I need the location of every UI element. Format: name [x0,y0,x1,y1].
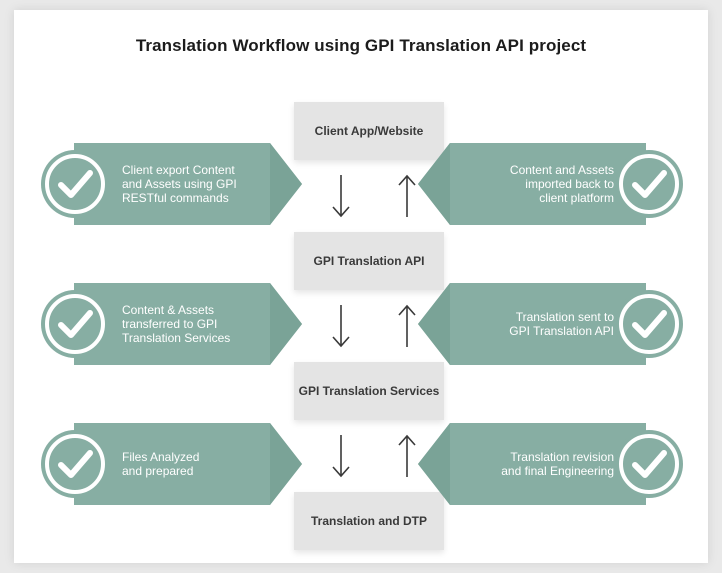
right-step-3: Translation revision and final Engineeri… [418,423,686,505]
check-circle-icon [41,290,109,358]
check-circle-icon [615,150,683,218]
right-step-2: Translation sent to GPI Translation API [418,283,686,365]
banner-shape [418,423,646,505]
right-step-label: Translation revision and final Engineeri… [501,450,614,478]
check-circle-icon [615,430,683,498]
node-client-app: Client App/Website [294,102,444,160]
banner-shape [74,423,302,505]
arrow-down-icon [332,175,350,218]
banner-shape [418,143,646,225]
left-step-3: Files Analyzed and prepared [34,423,302,505]
right-step-label: Translation sent to GPI Translation API [509,310,614,338]
arrow-down-icon [332,435,350,478]
diagram-title: Translation Workflow using GPI Translati… [135,36,587,55]
left-step-label: Files Analyzed and prepared [122,450,200,478]
left-step-label: Content & Assets transferred to GPI Tran… [122,303,231,345]
arrow-up-icon [398,174,416,217]
node-gpi-translation-services: GPI Translation Services [294,362,444,420]
left-step-1: Client export Content and Assets using G… [34,143,302,225]
left-step-label: Client export Content and Assets using G… [122,163,237,205]
arrow-up-icon [398,434,416,477]
node-gpi-translation-api: GPI Translation API [294,232,444,290]
left-step-2: Content & Assets transferred to GPI Tran… [34,283,302,365]
right-step-label: Content and Assets imported back to clie… [509,163,614,205]
banner-shape [74,283,302,365]
check-circle-icon [41,430,109,498]
check-circle-icon [41,150,109,218]
arrow-up-icon [398,304,416,347]
check-circle-icon [615,290,683,358]
banner-shape [418,283,646,365]
right-step-1: Content and Assets imported back to clie… [418,143,686,225]
node-translation-dtp: Translation and DTP [294,492,444,550]
banner-shape [74,143,302,225]
arrow-down-icon [332,305,350,348]
